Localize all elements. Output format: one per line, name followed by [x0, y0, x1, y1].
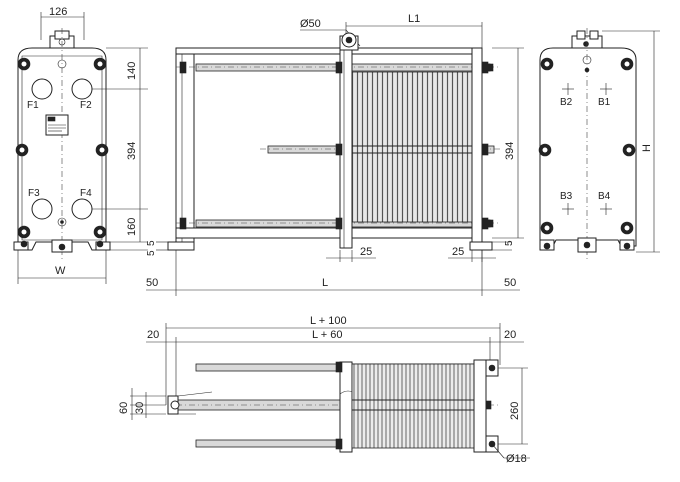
top-dim-right-20: 20: [504, 329, 516, 341]
front-dim-top-width: 126: [49, 6, 67, 18]
top-dim-hole: Ø18: [506, 453, 527, 465]
top-dim-60: 60: [118, 402, 130, 414]
top-dim-30: 30: [134, 402, 146, 414]
front-dim-upper: 140: [126, 62, 138, 80]
side-dim-right-offset: 25: [452, 246, 464, 258]
front-dim-middle: 394: [126, 142, 138, 160]
side-dim-left-50: 50: [146, 277, 158, 289]
front-dim-foot: 5: [146, 250, 157, 256]
back-view: B2 B1 B3 B4 H: [538, 28, 660, 262]
label-b1: B1: [598, 97, 611, 108]
label-f4: F3: [28, 188, 40, 199]
front-dim-lower: 160: [126, 218, 138, 236]
top-plate-pack: [351, 363, 475, 449]
label-b3: B3: [560, 191, 573, 202]
side-dim-right-50: 50: [504, 277, 516, 289]
top-dim-260: 260: [509, 402, 521, 420]
label-f2: F2: [80, 100, 92, 111]
top-dim-left-20: 20: [147, 329, 159, 341]
front-view: 126 F1 F2 F3 F4: [13, 6, 157, 284]
side-dim-hole: Ø50: [300, 18, 321, 30]
label-f1: F1: [27, 100, 39, 111]
side-dim-right-foot: 5: [504, 240, 515, 246]
top-view: L + 100 20 L + 60 20: [118, 315, 530, 465]
front-bolts: [15, 57, 109, 239]
side-dim-l1: L1: [408, 13, 420, 25]
port-f4: [31, 198, 53, 220]
top-dim-l100: L + 100: [310, 315, 347, 327]
label-b2: B2: [560, 97, 573, 108]
side-dim-height-394: 394: [504, 142, 516, 160]
label-b4: B4: [598, 191, 611, 202]
port-f2: [71, 78, 93, 100]
back-dim-height: H: [641, 144, 653, 152]
label-f3: F4: [80, 188, 92, 199]
front-dim-width: W: [55, 265, 66, 277]
side-view: Ø50 L1: [146, 13, 524, 296]
side-dim-left-offset: 25: [360, 246, 372, 258]
side-dim-length: L: [322, 277, 328, 289]
side-dim-left-foot: 5: [146, 240, 157, 246]
port-f1: [31, 78, 53, 100]
side-plate-pack: [351, 71, 473, 223]
port-f3: [71, 198, 93, 220]
top-dim-l60: L + 60: [312, 329, 342, 341]
